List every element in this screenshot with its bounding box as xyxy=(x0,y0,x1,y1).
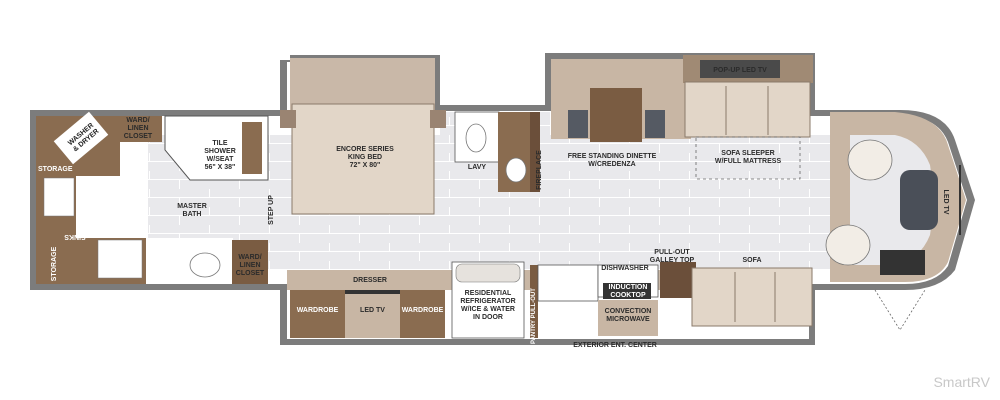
label-wardrobe-left: WARDROBE xyxy=(296,307,339,314)
label-ward-linen-closet-top: WARD/ LINEN CLOSET xyxy=(123,117,153,140)
label-master-bath: MASTER BATH xyxy=(177,203,207,218)
sofa-sleeper xyxy=(683,55,813,180)
label-wardrobe-right: WARDROBE xyxy=(401,307,444,314)
label-led-tv-front: LED TV xyxy=(942,189,949,215)
label-tile-shower: TILE SHOWER W/SEAT 56" X 38" xyxy=(204,140,236,171)
label-storage-bottom: STORAGE xyxy=(51,246,58,282)
label-lavy: LAVY xyxy=(467,164,487,171)
label-storage-left: STORAGE xyxy=(38,166,73,173)
label-sofa-sleeper: SOFA SLEEPER W/FULL MATTRESS xyxy=(714,150,782,165)
king-bed xyxy=(280,58,446,215)
label-exterior-ent: EXTERIOR ENT. CENTER xyxy=(573,342,657,349)
label-king-bed: ENCORE SERIES KING BED 72" X 80" xyxy=(336,146,394,169)
label-pullout-galley: PULL-OUT GALLEY TOP xyxy=(649,249,695,264)
master-bath-area xyxy=(36,111,268,284)
label-dinette: FREE STANDING DINETTE W/CREDENZA xyxy=(567,153,657,168)
label-ward-linen-closet-bottom: WARD/ LINEN CLOSET xyxy=(235,254,265,277)
label-dresser: DRESSER xyxy=(353,277,387,284)
watermark: SmartRV xyxy=(933,374,990,390)
label-step-up: STEP UP xyxy=(268,195,275,225)
label-refrigerator: RESIDENTIAL REFRIGERATOR W/ICE & WATER I… xyxy=(460,290,516,321)
label-popup-tv: POP-UP LED TV xyxy=(713,67,767,74)
cockpit xyxy=(825,112,966,331)
label-sofa: SOFA xyxy=(742,257,762,264)
tile-shower xyxy=(164,115,269,181)
label-fireplace: FIREPLACE xyxy=(536,150,543,190)
dinette xyxy=(551,59,691,142)
label-pantry: PANTRY PULL-OUT xyxy=(531,288,537,344)
label-induction: INDUCTION COOKTOP xyxy=(608,284,648,299)
label-sinks: SINKS xyxy=(64,233,86,240)
lavy-area xyxy=(454,111,540,192)
bottom-slideout xyxy=(287,261,813,339)
label-convection: CONVECTION MICROWAVE xyxy=(604,308,652,323)
label-dishwasher: DISHWASHER xyxy=(601,265,649,272)
label-led-tv-bedroom: LED TV xyxy=(360,307,385,314)
